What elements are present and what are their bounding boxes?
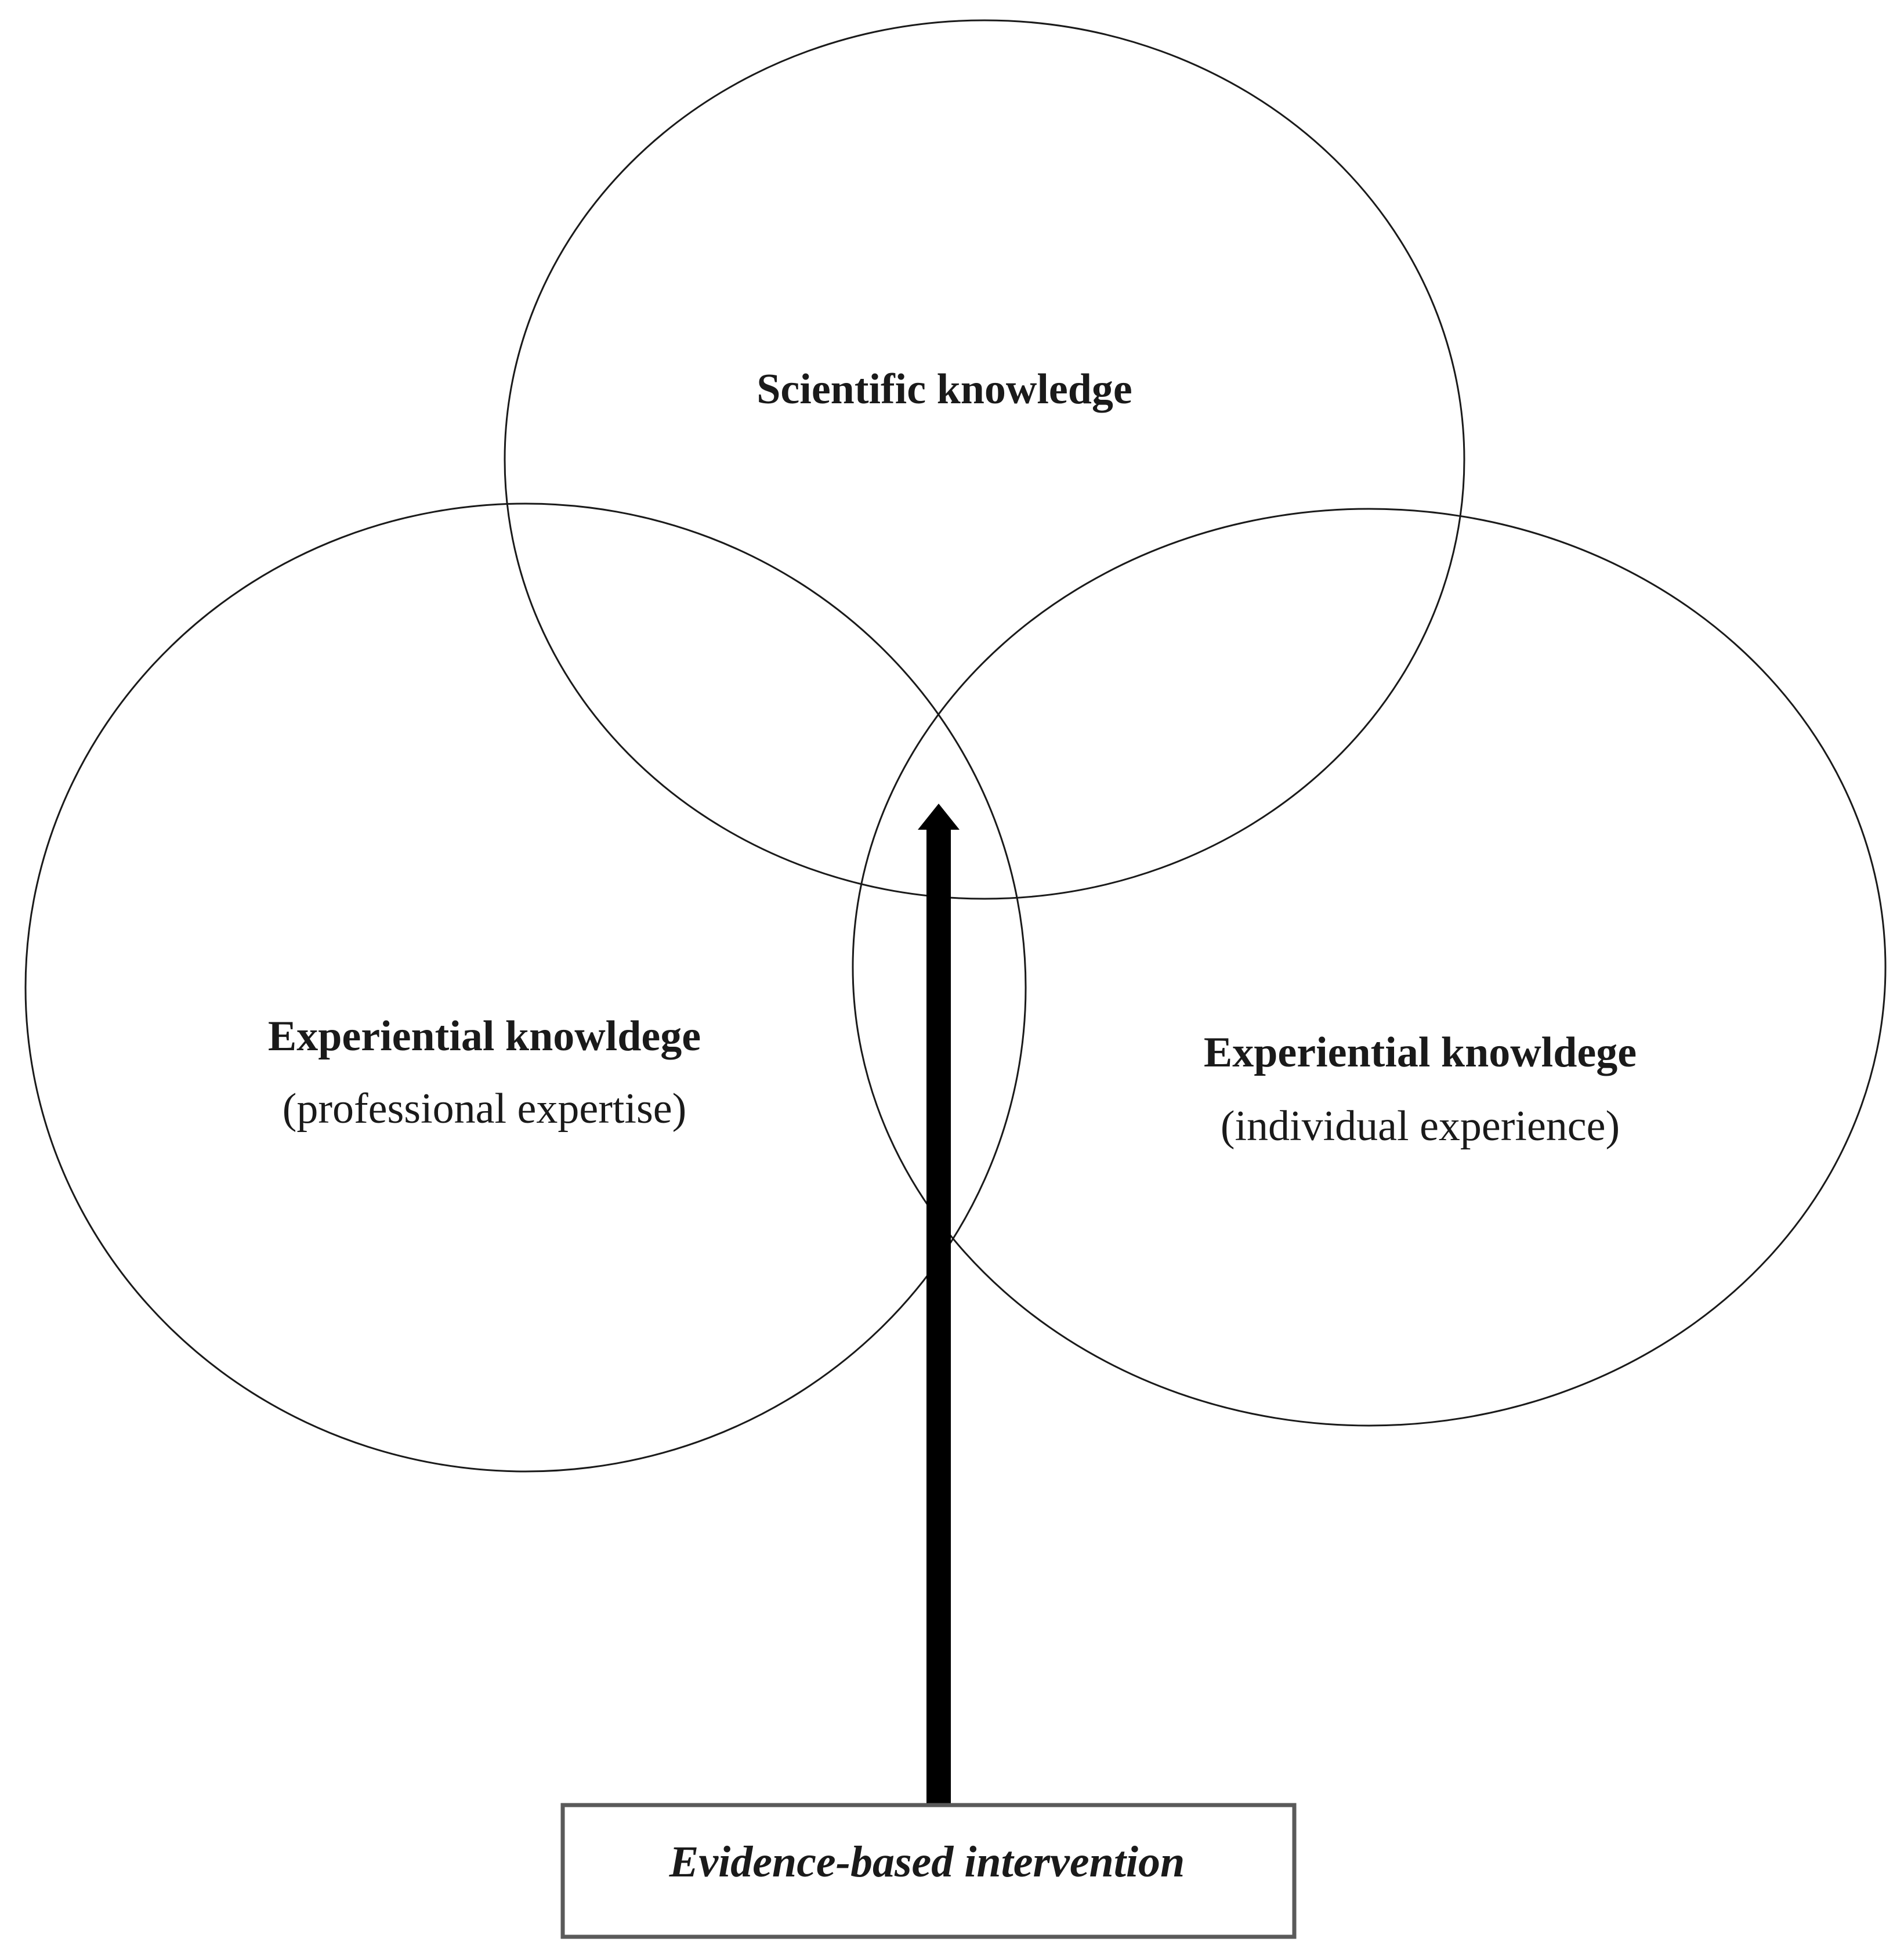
- scientific-knowledge-title: Scientific knowledge: [756, 366, 1132, 413]
- professional-expertise-circle: [24, 502, 1027, 1473]
- professional-expertise-subtitle: (professional expertise): [283, 1085, 687, 1133]
- professional-expertise-title: Experiential knowldege: [268, 1012, 701, 1060]
- scientific-knowledge-circle: [504, 19, 1465, 900]
- arrow-shaft: [926, 830, 951, 1805]
- individual-experience-subtitle: (individual experience): [1221, 1102, 1620, 1150]
- evidence-based-intervention-box: [560, 1803, 1297, 1939]
- evidence-based-intervention-label: Evidence-based intervention: [669, 1838, 1185, 1886]
- arrow-head: [918, 804, 960, 830]
- individual-experience-title: Experiential knowldege: [1204, 1029, 1637, 1076]
- individual-experience-circle: [852, 508, 1887, 1427]
